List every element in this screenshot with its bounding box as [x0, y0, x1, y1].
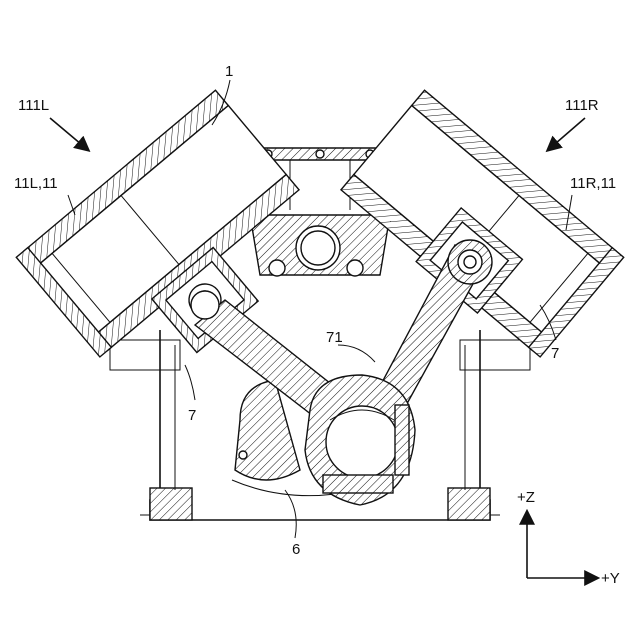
label-bank-right: 111R — [565, 97, 599, 114]
right-bank — [341, 90, 624, 357]
label-piston-left: 7 — [188, 407, 196, 424]
bank-right-arrow — [548, 118, 585, 150]
left-bank — [16, 90, 299, 357]
label-cylinder-left: 11L,11 — [14, 175, 58, 192]
label-bank-left: 111L — [18, 97, 49, 114]
coordinate-axes: +Z +Y — [517, 489, 620, 587]
axis-z-label: +Z — [517, 489, 535, 506]
label-block: 1 — [225, 63, 233, 80]
bank-left-arrow — [50, 118, 88, 150]
label-piston-right: 7 — [551, 345, 559, 362]
label-cylinder-right: 11R,11 — [570, 175, 616, 192]
label-crank: 6 — [292, 541, 300, 558]
rod-big-end — [305, 375, 415, 505]
axis-y-label: +Y — [601, 570, 620, 587]
label-rod: 71 — [326, 329, 343, 346]
